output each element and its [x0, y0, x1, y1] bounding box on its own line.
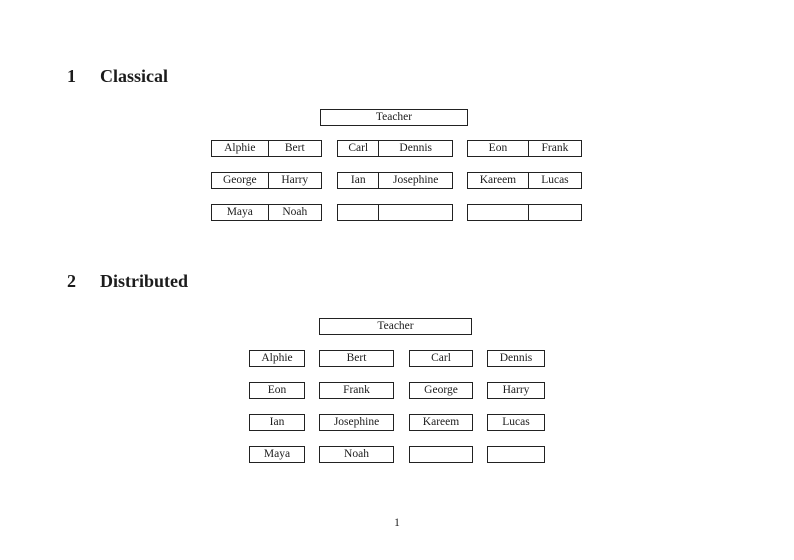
desk-box-empty — [487, 446, 545, 463]
desk-cell: Alphie — [224, 142, 256, 154]
desk-cell: Alphie — [261, 352, 293, 364]
desk-box: George — [409, 382, 473, 399]
desk-box: Kareem Lucas — [467, 172, 582, 189]
desk-cell: Eon — [488, 142, 508, 154]
desk-box: Frank — [319, 382, 394, 399]
desk-cell: Maya — [226, 206, 253, 218]
section-title: Distributed — [100, 271, 189, 291]
desk-cell: Kareem — [479, 174, 517, 186]
section-heading-classical: 1 Classical — [67, 66, 168, 86]
desk-box: Eon — [249, 382, 305, 399]
desk-box: Alphie — [249, 350, 305, 367]
desk-box-empty — [409, 446, 473, 463]
desk-cell: Carl — [431, 352, 451, 364]
desk-box: Harry — [487, 382, 545, 399]
desk-cell — [488, 447, 544, 462]
desk-cell: Maya — [263, 448, 291, 460]
desk-box: Josephine — [319, 414, 394, 431]
desk-cell: Frank — [527, 141, 581, 156]
desk-box-empty — [467, 204, 582, 221]
desk-box: George Harry — [211, 172, 322, 189]
desk-box: Eon Frank — [467, 140, 582, 157]
desk-cell: Dennis — [378, 141, 452, 156]
desk-cell: Josephine — [333, 416, 380, 428]
desk-cell: Kareem — [422, 416, 460, 428]
desk-cell: Frank — [343, 384, 370, 396]
desk-box: Bert — [319, 350, 394, 367]
desk-box: Kareem — [409, 414, 473, 431]
desk-box: Ian Josephine — [337, 172, 453, 189]
teacher-box: Teacher — [319, 318, 472, 335]
page-number: 1 — [394, 517, 400, 529]
desk-box: Carl Dennis — [337, 140, 453, 157]
desk-box: Carl — [409, 350, 473, 367]
desk-cell: Eon — [267, 384, 287, 396]
desk-cell — [410, 447, 472, 462]
section-number: 1 — [67, 66, 76, 86]
teacher-label: Teacher — [375, 111, 413, 123]
desk-cell — [378, 205, 452, 220]
teacher-label: Teacher — [377, 320, 414, 332]
desk-box: Maya — [249, 446, 305, 463]
desk-cell: Harry — [502, 384, 530, 396]
desk-cell: Bert — [267, 141, 321, 156]
desk-cell: Carl — [348, 142, 369, 154]
desk-cell: Noah — [267, 205, 321, 220]
desk-cell — [468, 205, 528, 220]
section-heading-distributed: 2 Distributed — [67, 271, 188, 291]
desk-box: Ian — [249, 414, 305, 431]
section-number: 2 — [67, 271, 76, 291]
desk-box: Alphie Bert — [211, 140, 322, 157]
desk-cell: Ian — [350, 174, 366, 186]
desk-cell: Lucas — [527, 173, 581, 188]
desk-cell: Bert — [346, 352, 367, 364]
desk-cell: Noah — [344, 448, 369, 460]
desk-cell: George — [222, 174, 257, 186]
desk-cell — [338, 205, 378, 220]
desk-cell: Josephine — [378, 173, 452, 188]
desk-cell: Dennis — [499, 352, 533, 364]
desk-box: Noah — [319, 446, 394, 463]
desk-cell: Harry — [267, 173, 321, 188]
desk-cell: Lucas — [502, 416, 530, 428]
desk-box-empty — [337, 204, 453, 221]
desk-box: Dennis — [487, 350, 545, 367]
desk-cell: George — [424, 384, 458, 396]
desk-box: Lucas — [487, 414, 545, 431]
desk-box: Maya Noah — [211, 204, 322, 221]
section-title: Classical — [100, 66, 169, 86]
teacher-box: Teacher — [320, 109, 468, 126]
desk-cell: Ian — [269, 416, 285, 428]
desk-cell — [527, 205, 581, 220]
